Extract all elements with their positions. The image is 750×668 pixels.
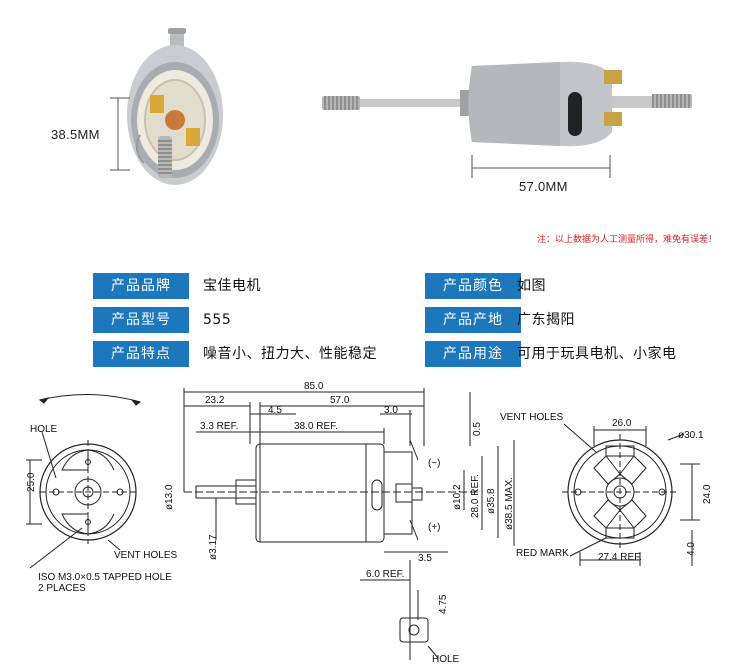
right-end-view xyxy=(562,423,700,566)
measurement-note: 注：以上数据为人工测量所得，难免有误差！ xyxy=(537,235,718,245)
dim-4-75: 4.75 xyxy=(438,594,449,614)
side-motor-photo xyxy=(322,61,692,147)
spec-value: 广东揭阳 xyxy=(517,312,575,328)
diameter-dim-line xyxy=(110,97,130,171)
dim-6-ref: 6.0 REF. xyxy=(366,569,404,580)
side-hole-label: HOLE xyxy=(432,654,460,665)
front-motor-photo xyxy=(127,28,223,185)
spec-label: 产品用途 xyxy=(425,341,521,367)
dim-0-5: 0.5 xyxy=(472,422,483,436)
dim-23-2: 23.2 xyxy=(205,395,225,406)
left-vent-holes-label: VENT HOLES xyxy=(114,550,177,561)
spec-value: 宝佳电机 xyxy=(203,278,261,294)
dim-4-5: 4.5 xyxy=(268,405,282,416)
spec-label: 产品型号 xyxy=(93,307,189,333)
dim-27-4-ref: 27.4 REF. xyxy=(598,552,642,563)
dim-24: 24.0 xyxy=(702,484,713,504)
spec-label: 产品产地 xyxy=(425,307,521,333)
spec-value: 如图 xyxy=(517,278,546,294)
dim-10-2: ø10.2 xyxy=(452,484,463,510)
spec-value: 可用于玩具电机、小家电 xyxy=(517,346,677,362)
left-iso-line2: 2 PLACES xyxy=(38,583,86,594)
dim-35-8: ø35.8 xyxy=(486,488,497,514)
spec-value: 555 xyxy=(203,312,232,328)
red-mark-label: RED MARK xyxy=(516,548,569,559)
dim-38-5-max: ø38.5 MAX. xyxy=(504,477,515,530)
technical-drawing: HOLE 25.0 VENT HOLES ISO M3.0×0.5 TAPPED… xyxy=(26,381,713,665)
dim-3-3-ref: 3.3 REF. xyxy=(200,421,238,432)
dim-38-ref: 38.0 REF. xyxy=(294,421,338,432)
product-photos xyxy=(110,28,692,185)
spec-label: 产品品牌 xyxy=(93,273,189,299)
left-dim-25: 25.0 xyxy=(26,472,37,492)
dim-13: ø13.0 xyxy=(164,484,175,510)
dim-57: 57.0 xyxy=(330,395,350,406)
side-view xyxy=(183,388,515,660)
length-dim-line xyxy=(471,155,611,178)
terminal-minus: (−) xyxy=(428,458,441,469)
dim-4-0: 4.0 xyxy=(686,542,697,556)
dim-3-17: ø3.17 xyxy=(208,534,219,560)
dim-26: 26.0 xyxy=(612,418,632,429)
dim-85: 85.0 xyxy=(304,381,324,392)
left-hole-label: HOLE xyxy=(30,424,58,435)
right-vent-holes-label: VENT HOLES xyxy=(500,412,563,423)
dim-30-1: ø30.1 xyxy=(678,430,704,441)
diameter-label: 38.5MM xyxy=(51,127,100,142)
spec-value: 噪音小、扭力大、性能稳定 xyxy=(203,346,377,362)
left-iso-line1: ISO M3.0×0.5 TAPPED HOLE xyxy=(38,572,172,583)
dim-3-0: 3.0 xyxy=(384,405,398,416)
left-end-view xyxy=(26,393,142,569)
spec-label: 产品特点 xyxy=(93,341,189,367)
spec-label: 产品颜色 xyxy=(425,273,521,299)
dim-28-ref: 28.0 REF. xyxy=(470,474,481,518)
dim-3-5: 3.5 xyxy=(418,553,432,564)
length-label: 57.0MM xyxy=(519,179,568,194)
terminal-plus: (+) xyxy=(428,522,441,533)
